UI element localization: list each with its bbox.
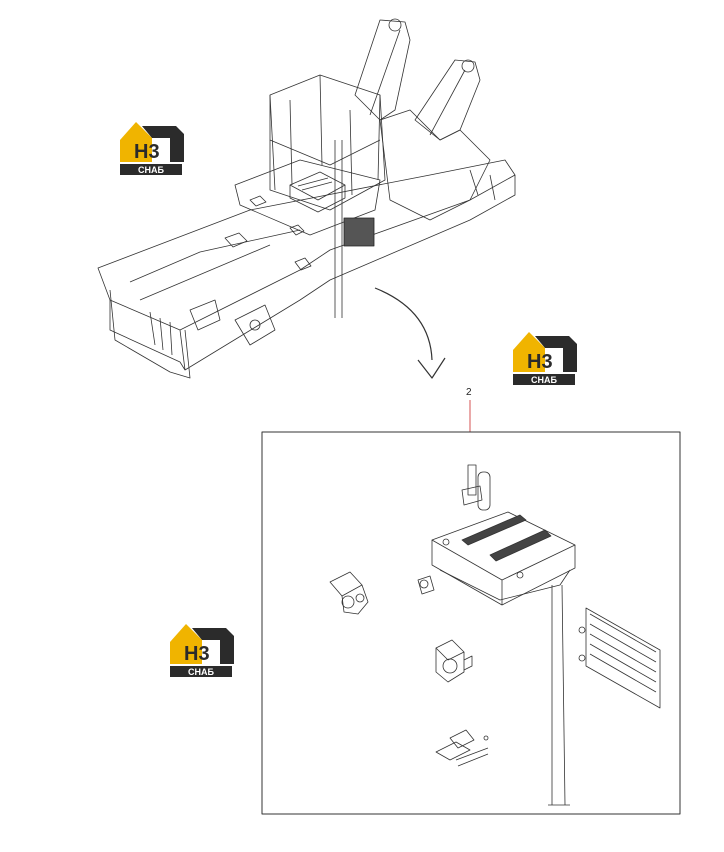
watermark-logo: H3 CHAБ [116,112,186,176]
callout-number: 2 [466,387,472,398]
expansion-valve [329,571,369,615]
logo-top-text: H3 [527,351,553,373]
detail-frame [261,431,681,815]
evaporator-unit [431,511,576,606]
logo-bottom-text: CHAБ [138,165,164,175]
condenser [578,607,661,709]
blower-motor [435,729,489,767]
compressor-valve [435,639,473,683]
drain-hose [548,584,570,806]
machine-frame [97,18,516,379]
receiver-drier [461,464,491,511]
logo-top-text: H3 [134,141,160,163]
curved-arrow [374,287,446,379]
logo-top-text: H3 [184,643,210,665]
hose-fitting [417,575,435,595]
watermark-logo: H3 CHAБ [509,322,579,386]
logo-bottom-text: CHAБ [531,375,557,385]
watermark-logo: H3 CHAБ [166,614,236,678]
logo-bottom-text: CHAБ [188,667,214,677]
